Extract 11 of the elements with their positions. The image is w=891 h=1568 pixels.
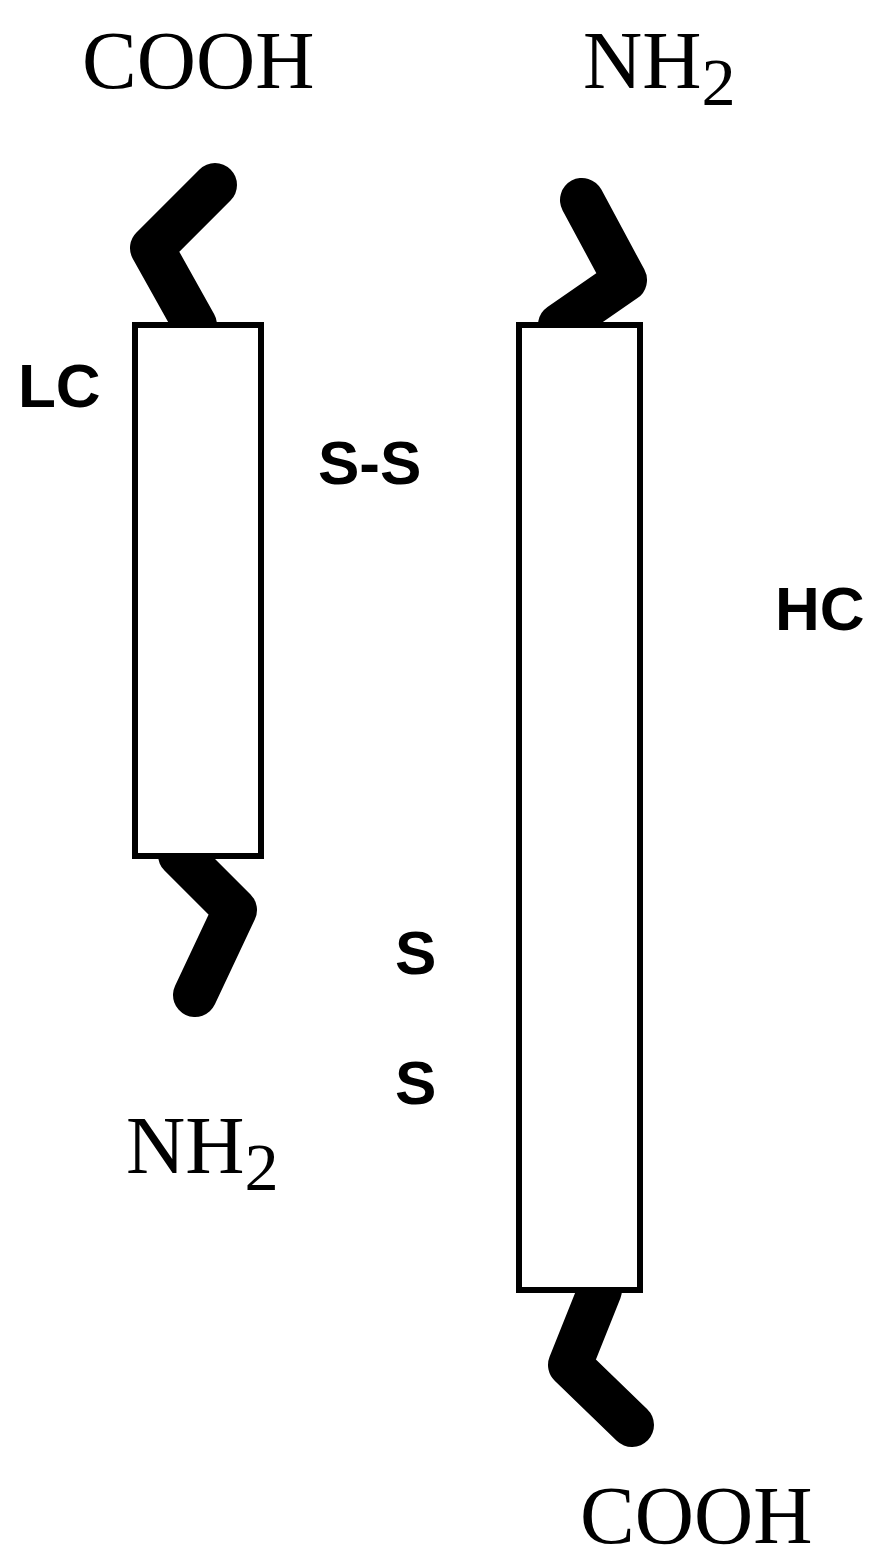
terminus-label: COOH — [580, 1475, 813, 1557]
disulfide-label: S-S — [318, 432, 422, 494]
sulfur-label: S — [395, 922, 437, 984]
sulfur-label: S — [395, 1052, 437, 1114]
terminus-label: COOH — [82, 20, 315, 102]
chain-label: HC — [775, 578, 865, 640]
chain-label: LC — [18, 355, 101, 417]
chain-box — [516, 322, 643, 1293]
terminus-label: NH$_{2}$ — [126, 1105, 279, 1202]
chain-box — [132, 322, 264, 859]
terminus-label: NH$_{2}$ — [583, 20, 736, 117]
